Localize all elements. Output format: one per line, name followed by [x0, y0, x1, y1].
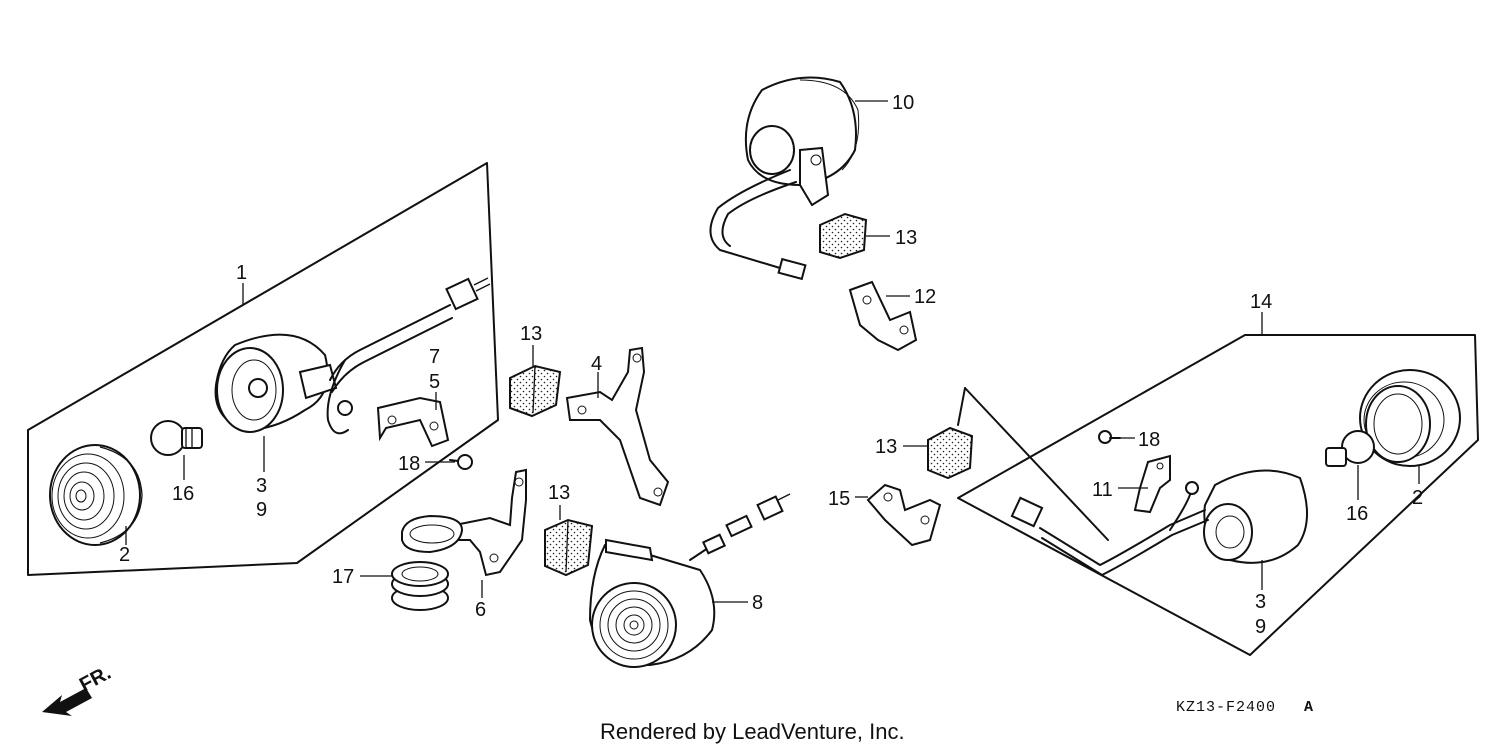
left-bulb — [150, 420, 203, 456]
callout-7: 7 — [429, 346, 440, 368]
cushion-right-center — [927, 426, 974, 480]
right-housing — [1010, 469, 1309, 576]
callout-12: 12 — [914, 286, 936, 308]
cushion-upper-left — [509, 364, 562, 418]
leader-lines — [125, 100, 1420, 603]
left-turn-signal-assembly — [27, 162, 499, 576]
callout-16-right: 16 — [1346, 503, 1368, 525]
grommet — [391, 561, 449, 611]
right-screw — [1098, 430, 1121, 444]
credit-text: Rendered by LeadVenture, Inc. — [600, 719, 905, 744]
left-housing — [214, 277, 491, 435]
bracket-15 — [866, 483, 942, 547]
callout-2-left: 2 — [119, 544, 130, 566]
leader-13-right-b — [957, 387, 966, 426]
callout-13-right-center: 13 — [875, 436, 897, 458]
callout-14: 14 — [1250, 291, 1272, 313]
clamp-ring — [401, 514, 464, 554]
bracket-11 — [1133, 454, 1171, 514]
callout-2-right: 2 — [1412, 487, 1423, 509]
front-arrow-icon — [42, 688, 92, 716]
callout-16-left: 16 — [172, 483, 194, 505]
right-turn-signal-assembly — [957, 334, 1479, 656]
bracket-12 — [848, 280, 918, 352]
left-bracket — [376, 396, 450, 448]
callout-labels: 1 2 3 9 16 7 5 18 13 4 13 6 17 8 10 13 1… — [119, 92, 1423, 638]
callout-6: 6 — [475, 599, 486, 621]
drawing-code-suffix: A — [1304, 699, 1314, 716]
front-signal-lamp — [588, 493, 791, 668]
bracket-6 — [454, 468, 527, 577]
callout-8: 8 — [752, 592, 763, 614]
callout-13-upper-left: 13 — [520, 323, 542, 345]
cushion-upper-right — [819, 212, 868, 260]
front-direction-indicator: FR. — [42, 662, 115, 716]
callout-17: 17 — [332, 566, 354, 588]
callout-1: 1 — [236, 262, 247, 284]
callout-18-right: 18 — [1138, 429, 1160, 451]
right-assembly-boundary — [957, 334, 1479, 656]
cushion-lower — [544, 518, 594, 577]
left-screw — [449, 454, 473, 470]
leader-13-right — [964, 387, 1109, 541]
callout-15: 15 — [828, 488, 850, 510]
right-lens — [1359, 369, 1461, 467]
upper-signal-lamp — [709, 76, 860, 281]
callout-9-left: 9 — [256, 499, 267, 521]
callout-3-right: 3 — [1255, 591, 1266, 613]
callout-18-left: 18 — [398, 453, 420, 475]
center-parts — [391, 76, 974, 668]
callout-13-lower: 13 — [548, 482, 570, 504]
bracket-4 — [565, 346, 670, 507]
callout-9-right: 9 — [1255, 616, 1266, 638]
callout-3-left: 3 — [256, 475, 267, 497]
right-bulb — [1325, 430, 1375, 467]
callout-4: 4 — [591, 353, 602, 375]
left-lens — [49, 444, 143, 546]
callout-11: 11 — [1092, 479, 1113, 501]
drawing-code: KZ13-F2400 — [1176, 699, 1276, 716]
callout-10: 10 — [892, 92, 914, 114]
callout-5: 5 — [429, 371, 440, 393]
left-assembly-boundary — [27, 162, 499, 576]
callout-13-upper-right: 13 — [895, 227, 917, 249]
